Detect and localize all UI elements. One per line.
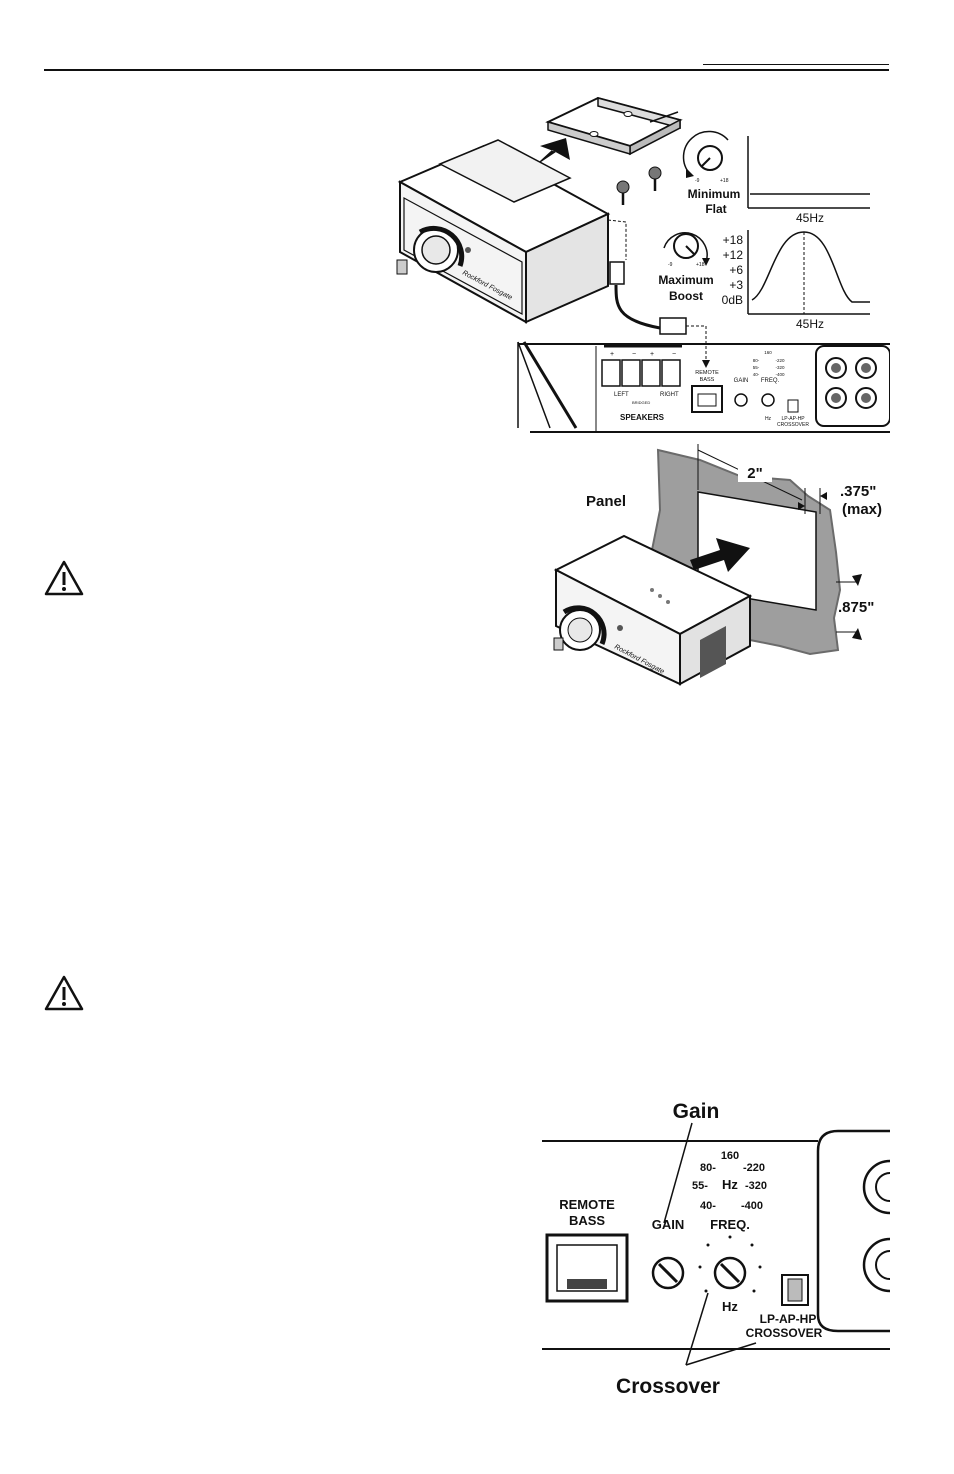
svg-text:160: 160 [721, 1150, 739, 1162]
svg-text:−: − [672, 351, 676, 358]
crossover-callout: Crossover [616, 1375, 720, 1398]
svg-text:+18: +18 [696, 262, 705, 268]
screw-icon [616, 166, 662, 205]
svg-text:-220: -220 [743, 1162, 765, 1174]
svg-text:2": 2" [747, 465, 762, 482]
mounting-bracket [545, 96, 683, 156]
svg-text:-320: -320 [745, 1180, 767, 1192]
svg-text:BASS: BASS [700, 377, 715, 383]
svg-text:(max): (max) [842, 501, 882, 518]
svg-text:+: + [610, 351, 614, 358]
gain-crossover-detail-figure: Gain REMOTE BASS GAIN FREQ. Hz 160 80- -… [542, 1100, 890, 1398]
remote-knob-housing: Rockford Fosgate [396, 139, 611, 324]
svg-text:Boost: Boost [669, 289, 703, 303]
svg-text:Hz: Hz [765, 416, 772, 422]
svg-text:55-: 55- [692, 1180, 708, 1192]
panel-mount-figure: 2" .375" (max) .875" Panel Rockford Fosg… [553, 444, 882, 686]
insert-arrow [690, 538, 750, 572]
svg-text:LEFT: LEFT [614, 392, 629, 398]
rj-connector [609, 261, 625, 285]
svg-text:+: + [650, 351, 654, 358]
gain-callout: Gain [673, 1100, 720, 1123]
boost-level-labels: +18 +12 +6 +3 0dB [722, 233, 744, 307]
header-rule-short [703, 64, 889, 65]
boost-level: +12 [723, 248, 744, 262]
svg-text:-400: -400 [741, 1200, 763, 1212]
svg-text:.875": .875" [838, 599, 874, 616]
bass-knob-minimum: -9 +18 Minimum Flat [682, 130, 741, 216]
svg-text:REMOTE: REMOTE [559, 1197, 615, 1212]
svg-text:+18: +18 [720, 178, 729, 184]
svg-text:LP-AP-HP: LP-AP-HP [781, 416, 805, 422]
flat-response-graph: 45Hz [747, 136, 870, 225]
svg-text:CROSSOVER: CROSSOVER [777, 422, 809, 428]
remote-knob-housing: Rockford Fosgate [553, 534, 753, 686]
boost-level: 0dB [722, 293, 743, 307]
boost-level: +18 [723, 233, 744, 247]
svg-text:Hz: Hz [722, 1177, 738, 1192]
svg-text:55-: 55- [753, 365, 760, 370]
boost-level: +6 [729, 263, 743, 277]
svg-text:Flat: Flat [705, 202, 726, 216]
svg-text:-9: -9 [668, 262, 673, 268]
svg-text:CROSSOVER: CROSSOVER [746, 1326, 823, 1340]
svg-text:.375": .375" [840, 483, 876, 500]
svg-text:Panel: Panel [586, 493, 626, 510]
svg-text:45Hz: 45Hz [796, 211, 824, 225]
svg-text:Minimum: Minimum [688, 187, 741, 201]
boost-level: +3 [729, 278, 743, 292]
amplifier-end-panel: + − + − LEFT RIGHT BRIDGED SPEAKERS REMO… [517, 341, 890, 433]
svg-text:RIGHT: RIGHT [660, 392, 679, 398]
svg-text:40-: 40- [753, 372, 760, 377]
svg-text:-220: -220 [775, 358, 785, 363]
svg-text:-400: -400 [775, 372, 785, 377]
panel-cutout [697, 491, 817, 611]
svg-text:40-: 40- [700, 1200, 716, 1212]
svg-text:GAIN: GAIN [652, 1217, 685, 1232]
svg-text:BASS: BASS [569, 1213, 605, 1228]
remote-bass-install-figure: Rockford Fosgate -9 +18 Minimum Flat 45H… [396, 96, 890, 433]
svg-text:GAIN: GAIN [734, 378, 749, 384]
svg-text:REMOTE: REMOTE [695, 370, 719, 376]
svg-text:Hz: Hz [722, 1299, 738, 1314]
svg-text:SPEAKERS: SPEAKERS [620, 413, 665, 422]
svg-text:-320: -320 [775, 365, 785, 370]
warning-triangle-icon [44, 975, 84, 1011]
svg-text:FREQ.: FREQ. [761, 378, 780, 384]
boost-response-graph: 45Hz [747, 230, 870, 331]
svg-text:160: 160 [764, 350, 772, 355]
svg-text:FREQ.: FREQ. [710, 1217, 750, 1232]
svg-text:BRIDGED: BRIDGED [632, 400, 650, 405]
svg-text:-9: -9 [695, 178, 700, 184]
svg-text:80-: 80- [700, 1162, 716, 1174]
header-rule [44, 69, 889, 71]
bass-knob-maximum: -9 +18 Maximum Boost [658, 232, 714, 303]
cable-plug [659, 317, 687, 335]
svg-text:Maximum: Maximum [658, 273, 713, 287]
svg-text:45Hz: 45Hz [796, 317, 824, 331]
svg-text:80-: 80- [753, 358, 760, 363]
svg-text:−: − [632, 351, 636, 358]
svg-text:LP-AP-HP: LP-AP-HP [760, 1312, 817, 1326]
warning-triangle-icon [44, 560, 84, 596]
